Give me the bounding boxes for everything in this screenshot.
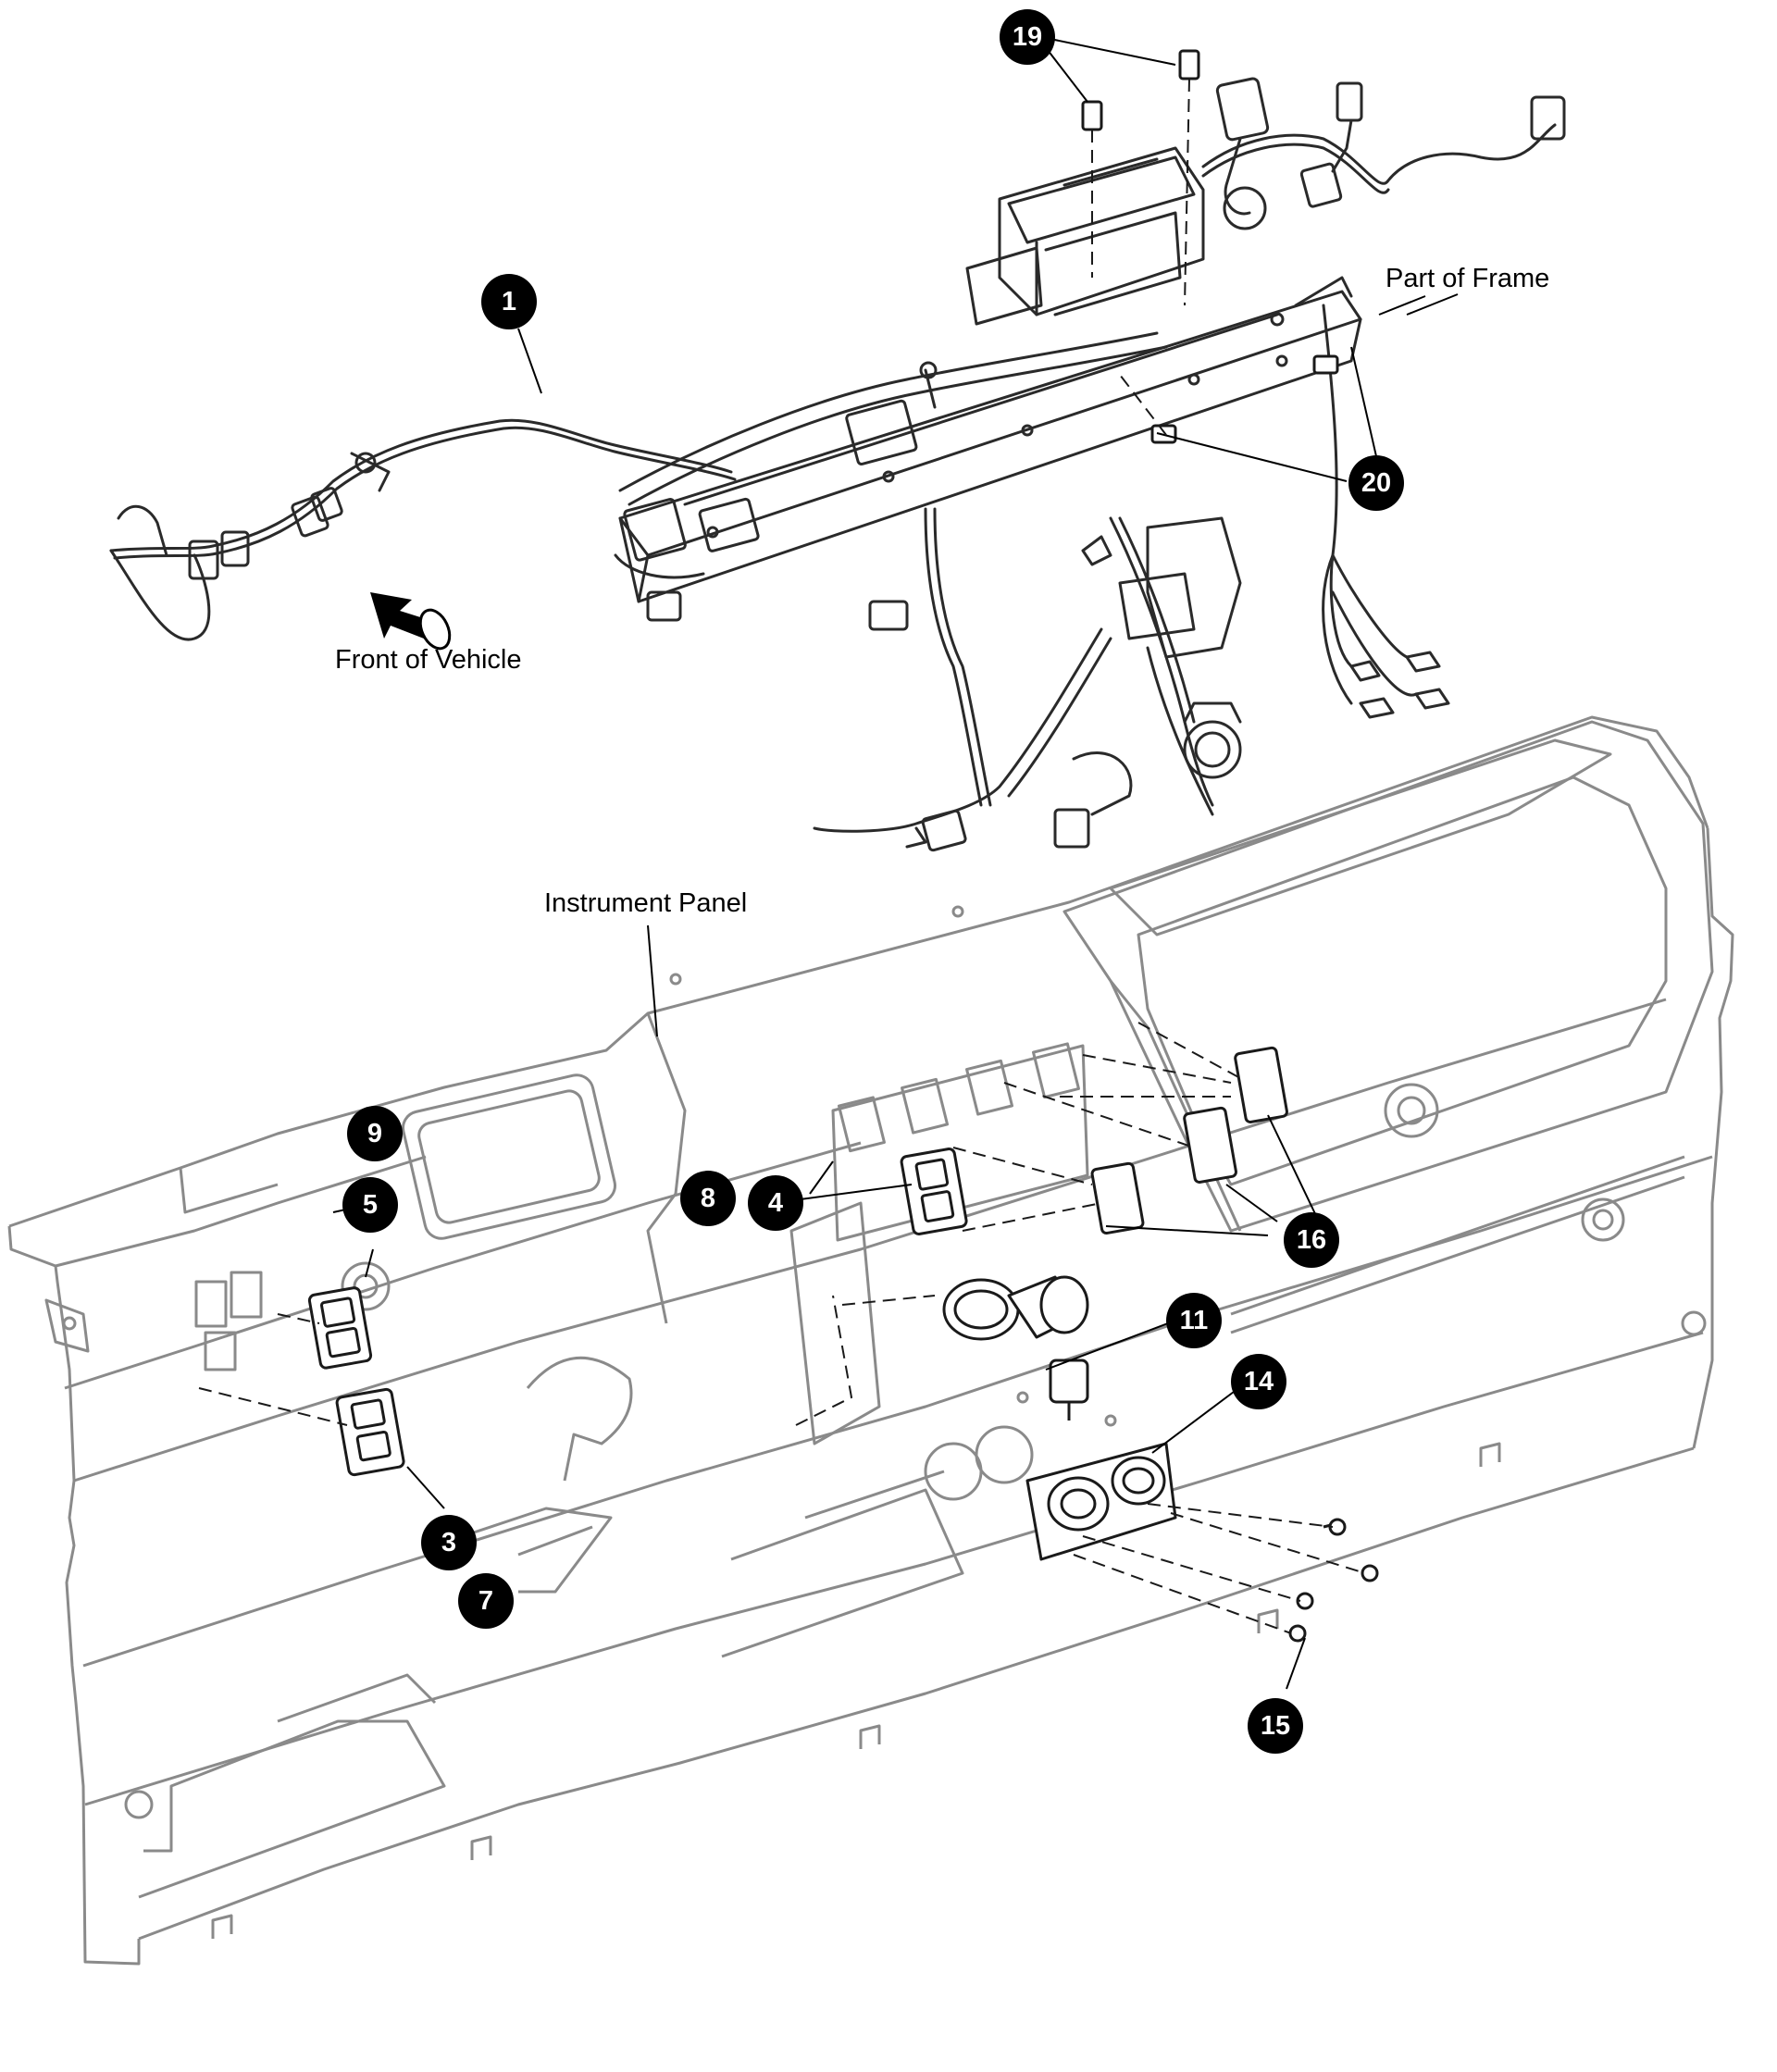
callout-7: 7 — [458, 1573, 514, 1629]
callout-11: 11 — [1166, 1293, 1222, 1348]
part-of-frame-label: Part of Frame — [1386, 264, 1550, 293]
callout-16: 16 — [1284, 1212, 1339, 1268]
callout-20: 20 — [1348, 455, 1404, 511]
wiring-harness — [109, 77, 1566, 852]
callout-5: 5 — [342, 1177, 398, 1233]
instrument-panel-label: Instrument Panel — [544, 888, 748, 918]
leader-lines — [332, 36, 1459, 1690]
front-arrow-icon — [370, 592, 452, 651]
front-of-vehicle-label: Front of Vehicle — [335, 645, 522, 675]
callout-9: 9 — [347, 1106, 403, 1161]
callout-1: 1 — [481, 274, 537, 329]
callout-19: 19 — [1000, 9, 1055, 65]
callout-15: 15 — [1248, 1698, 1303, 1754]
instrument-panel — [7, 715, 1734, 1966]
callout-14: 14 — [1231, 1354, 1286, 1409]
callout-4: 4 — [748, 1175, 803, 1231]
callout-8: 8 — [680, 1171, 736, 1226]
callout-3: 3 — [421, 1515, 477, 1570]
assembly-dashed-lines — [198, 78, 1366, 1634]
